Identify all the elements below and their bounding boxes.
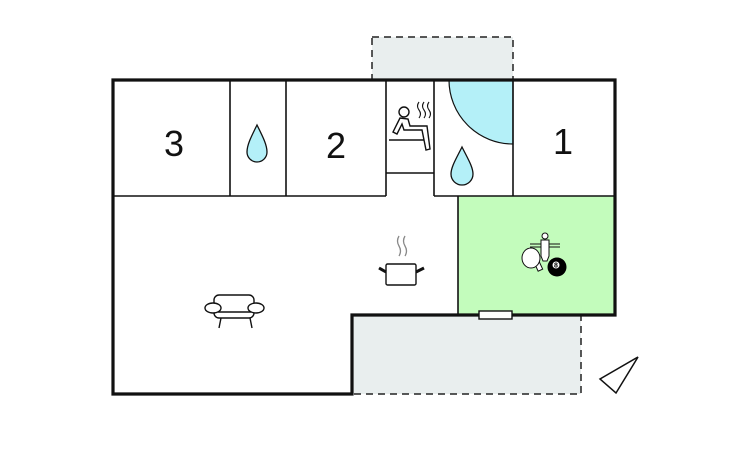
cooking-pot-icon xyxy=(378,235,425,286)
outer-walls xyxy=(111,78,617,396)
water-drop-icon xyxy=(450,145,474,186)
billiard-ball-number: 8 xyxy=(554,263,558,270)
room-label-2: 2 xyxy=(326,125,346,166)
shower-area xyxy=(448,79,514,145)
sauna-icon xyxy=(389,101,432,151)
foosball-icon xyxy=(530,232,560,262)
terrace xyxy=(351,314,582,395)
compass-icon xyxy=(598,356,639,395)
inner-walls xyxy=(113,80,615,315)
room-label-1: 1 xyxy=(553,121,573,162)
window xyxy=(478,310,513,320)
room-label-3: 3 xyxy=(164,123,184,164)
ping-pong-icon xyxy=(521,247,544,272)
sofa-icon xyxy=(204,294,265,329)
water-drop-icon xyxy=(246,123,268,163)
billiard-ball-icon: 8 xyxy=(547,257,567,277)
outdoor-area-top xyxy=(371,36,514,81)
